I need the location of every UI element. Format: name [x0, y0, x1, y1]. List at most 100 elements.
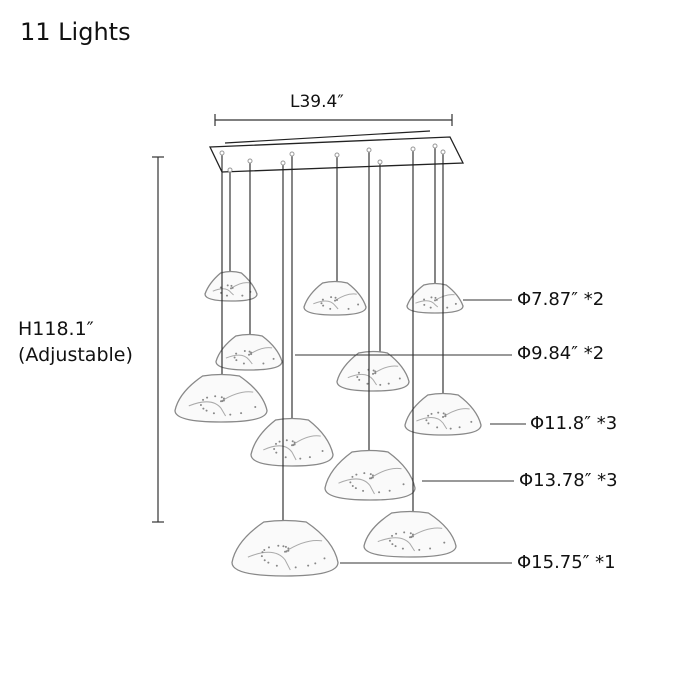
glass-bubble	[372, 372, 374, 375]
glass-bubble	[262, 362, 265, 365]
glass-bubble	[263, 549, 266, 552]
glass-bubble	[334, 296, 337, 299]
glass-bubble	[394, 545, 397, 548]
glass-bubble	[388, 489, 391, 492]
glass-bubble	[398, 377, 401, 380]
glass-bubble	[248, 353, 250, 356]
glass-bubble	[418, 548, 421, 551]
glass-bubble	[287, 547, 290, 550]
wire-anchor	[289, 151, 295, 157]
glass-bubble	[212, 412, 215, 415]
glass-bubble	[241, 294, 244, 297]
glass-bubble	[402, 483, 405, 486]
glass-bubble	[250, 351, 253, 354]
glass-bubble	[222, 399, 225, 402]
glass-bubble	[427, 422, 430, 425]
glass-bubble	[437, 411, 440, 414]
glass-bubble	[374, 372, 377, 375]
height-dimension-label: H118.1″	[18, 318, 94, 340]
glass-bubble	[356, 376, 359, 379]
height-adjustable-note: (Adjustable)	[18, 344, 133, 366]
glass-bubble	[261, 551, 264, 554]
wire-anchor	[280, 160, 286, 166]
glass-bubble	[274, 442, 277, 445]
glass-bubble	[363, 472, 366, 475]
glass-bubble	[202, 398, 205, 401]
glass-bubble	[205, 409, 208, 412]
glass-bubble	[292, 444, 295, 447]
glass-bubble	[321, 449, 324, 452]
glass-bubble	[250, 353, 253, 356]
glass-bubble	[444, 415, 447, 418]
glass-bubble	[423, 303, 426, 306]
glass-bubble	[263, 559, 266, 562]
glass-bubble	[260, 555, 263, 558]
glass-bubble	[275, 564, 278, 567]
glass-bubble	[379, 383, 382, 386]
glass-bubble	[443, 541, 446, 544]
glass-bubble	[388, 539, 391, 542]
glass-bubble	[435, 298, 438, 301]
wire-anchor	[432, 143, 438, 149]
glass-bubble	[267, 561, 270, 564]
glass-bubble	[231, 286, 234, 289]
glass-bubble	[202, 407, 205, 410]
glass-bubble	[287, 549, 290, 552]
glass-bubble	[284, 545, 287, 548]
wire-anchor	[377, 159, 383, 165]
glass-pendant-shade	[174, 373, 268, 423]
glass-bubble	[242, 362, 245, 365]
glass-bubble	[320, 302, 323, 305]
glass-bubble	[423, 298, 426, 301]
glass-bubble	[401, 547, 404, 550]
glass-bubble	[371, 476, 374, 479]
glass-pendant-shade	[231, 519, 339, 577]
length-dimension-label: L39.4″	[290, 92, 344, 112]
glass-bubble	[442, 416, 444, 418]
glass-bubble	[284, 550, 286, 553]
glass-bubble	[243, 349, 246, 352]
glass-bubble	[351, 485, 354, 488]
glass-bubble	[219, 286, 222, 289]
wire-anchor	[247, 158, 253, 164]
glass-bubble	[322, 304, 325, 307]
glass-bubble	[411, 535, 414, 538]
glass-bubble	[362, 489, 365, 492]
glass-bubble	[366, 382, 369, 385]
wire-anchor	[219, 150, 225, 156]
glass-bubble	[307, 564, 310, 567]
glass-bubble	[321, 298, 324, 301]
glass-bubble	[235, 352, 238, 355]
glass-bubble	[275, 451, 278, 454]
wire-anchor	[334, 152, 340, 158]
glass-bubble	[235, 359, 238, 362]
glass-bubble	[395, 532, 398, 535]
glass-bubble	[449, 427, 452, 430]
glass-bubble	[347, 307, 350, 310]
glass-pendant-shade	[404, 392, 482, 436]
glass-bubble	[357, 303, 360, 306]
wire-anchor	[227, 167, 233, 173]
glass-bubble	[240, 412, 243, 415]
glass-bubble	[454, 302, 457, 305]
glass-bubble	[285, 550, 288, 553]
glass-bubble	[387, 382, 390, 385]
glass-bubble	[369, 473, 372, 476]
glass-bubble	[314, 562, 317, 565]
glass-bubble	[220, 396, 223, 399]
glass-bubble	[427, 414, 430, 417]
glass-bubble	[442, 412, 445, 415]
glass-bubble	[293, 441, 296, 444]
glass-pendant-shade	[250, 417, 334, 467]
glass-bubble	[291, 440, 294, 443]
size-label-15-75: Φ15.75″ *1	[517, 552, 616, 573]
glass-bubble	[226, 284, 229, 287]
glass-bubble	[434, 296, 437, 299]
glass-bubble	[222, 397, 225, 400]
glass-bubble	[403, 531, 406, 534]
glass-bubble	[458, 426, 461, 429]
glass-bubble	[446, 306, 449, 309]
glass-bubble	[358, 378, 361, 381]
glass-bubble	[430, 296, 433, 299]
glass-bubble	[206, 396, 209, 399]
